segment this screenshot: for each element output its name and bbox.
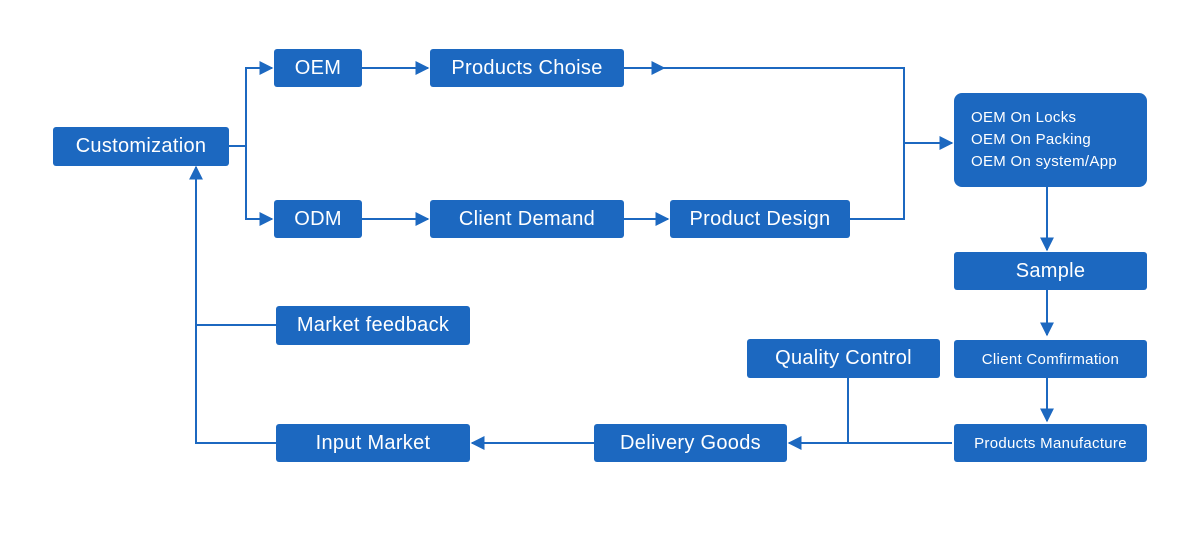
node-oem-options: OEM On Locks OEM On Packing OEM On syste… (954, 93, 1147, 187)
connector-input-market-loop (189, 165, 276, 444)
node-oem: OEM (274, 49, 362, 87)
node-products-choise: Products Choise (430, 49, 624, 87)
connector-to-oem (245, 61, 274, 146)
node-customization: Customization (53, 127, 229, 166)
node-sample: Sample (954, 252, 1147, 290)
node-product-design: Product Design (670, 200, 850, 238)
node-client-demand: Client Demand (430, 200, 624, 238)
oem-option-locks: OEM On Locks (971, 109, 1077, 126)
node-quality-control: Quality Control (747, 339, 940, 378)
connector-products-choise-to-merge (664, 67, 905, 143)
node-client-confirmation: Client Comfirmation (954, 340, 1147, 378)
node-delivery-goods: Delivery Goods (594, 424, 787, 462)
node-products-manufacture: Products Manufacture (954, 424, 1147, 462)
node-input-market: Input Market (276, 424, 470, 462)
oem-option-packing: OEM On Packing (971, 131, 1092, 148)
connector-product-design-to-merge (850, 143, 905, 220)
node-market-feedback: Market feedback (276, 306, 470, 345)
node-odm: ODM (274, 200, 362, 238)
oem-option-system-app: OEM On system/App (971, 153, 1117, 170)
connector-to-odm (245, 146, 274, 226)
